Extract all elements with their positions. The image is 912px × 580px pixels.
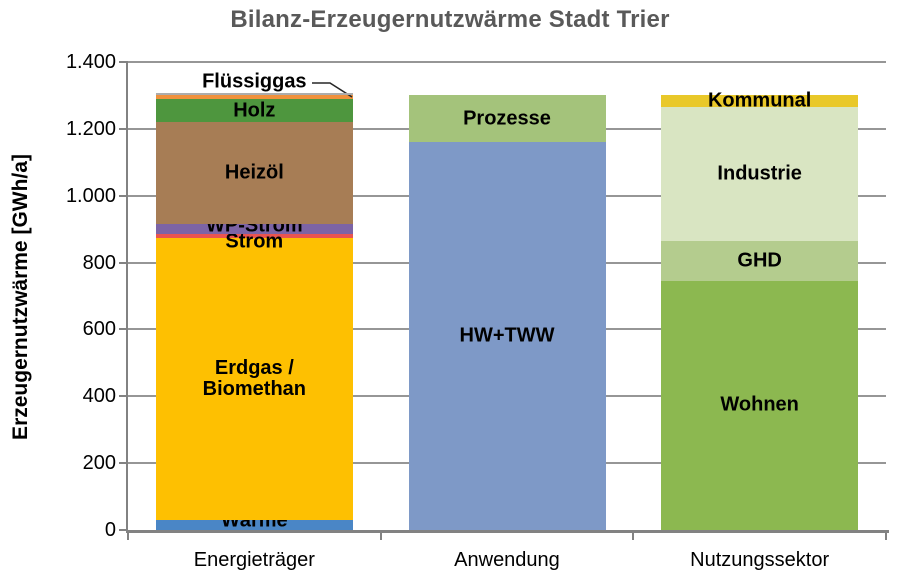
gridline-1400 <box>128 61 886 63</box>
y-tick-mark-1200 <box>119 127 128 130</box>
bar-segment-kommunal <box>661 95 859 108</box>
y-tick-mark-1000 <box>119 194 128 197</box>
bar-segment-strom <box>155 234 353 239</box>
y-axis-title: Erzeugernutzwärme [GWh/a] <box>9 154 32 440</box>
y-tick-label-400: 400 <box>82 385 116 408</box>
x-tick-mark-2 <box>632 533 635 540</box>
x-tick-mark-1 <box>379 533 382 540</box>
bar-segment-wp-strom <box>155 224 353 235</box>
y-tick-mark-600 <box>119 328 128 331</box>
category-label-nutzungssektor: Nutzungssektor <box>690 549 830 571</box>
y-tick-mark-400 <box>119 395 128 398</box>
y-tick-label-1000: 1.000 <box>65 184 116 207</box>
x-axis-line <box>126 530 889 533</box>
y-tick-label-0: 0 <box>104 519 116 541</box>
bar-segment-waerme <box>155 519 353 530</box>
category-label-energietraeger: Energieträger <box>193 549 315 571</box>
y-tick-mark-0 <box>119 529 128 531</box>
y-tick-mark-1400 <box>119 61 128 63</box>
callout-label-fluessiggas: Flüssiggas <box>202 70 307 93</box>
y-tick-label-1400: 1.400 <box>65 51 116 73</box>
bar-segment-industrie <box>661 107 859 241</box>
x-tick-mark-0 <box>127 533 129 540</box>
y-tick-label-1200: 1.200 <box>65 117 116 140</box>
bar-segment-hw-tww <box>408 142 606 530</box>
y-tick-label-600: 600 <box>82 318 116 341</box>
bar-segment-fluessiggas <box>155 95 353 100</box>
y-tick-mark-200 <box>119 462 128 465</box>
bar-segment-ghd <box>661 240 859 281</box>
category-label-anwendung: Anwendung <box>454 549 560 571</box>
y-tick-mark-800 <box>119 261 128 264</box>
y-axis-line <box>126 62 128 533</box>
y-tick-label-800: 800 <box>82 251 116 274</box>
chart-title: Bilanz-Erzeugernutzwärme Stadt Trier <box>230 6 670 33</box>
bar-segment-wohnen <box>661 280 859 530</box>
x-tick-mark-3 <box>885 533 887 540</box>
bar-segment-erdgas-biomethan <box>155 238 353 520</box>
bar-segment-prozesse <box>408 95 606 143</box>
callout-leader-line <box>306 74 358 100</box>
bar-segment-heizoel <box>155 122 353 225</box>
bar-segment-holz <box>155 99 353 123</box>
leader-line-svg <box>312 82 353 98</box>
bar-top-strip-energietraeger <box>155 93 353 96</box>
y-tick-label-200: 200 <box>82 452 116 475</box>
